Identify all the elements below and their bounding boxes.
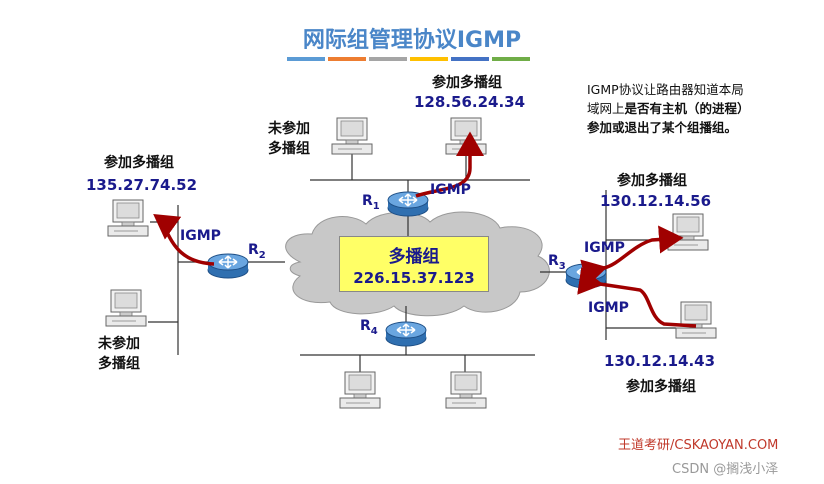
router-r4-label: R4 bbox=[360, 318, 378, 337]
multicast-group-box: 多播组 226.15.37.123 bbox=[339, 236, 489, 292]
footer-credit: 王道考研/CSKAOYAN.COM bbox=[618, 438, 779, 453]
right-member-2-ip: 130.12.14.43 bbox=[604, 352, 716, 370]
title-color-bars bbox=[287, 57, 530, 61]
left-nonmember-label-1: 未参加 bbox=[98, 336, 140, 352]
host-left-nonmember bbox=[105, 289, 147, 327]
igmp-arrow-right-1 bbox=[580, 225, 684, 287]
right-member-1-ip: 130.12.14.56 bbox=[600, 192, 712, 210]
igmp-arrow-top bbox=[415, 131, 484, 198]
router-r1-label: R1 bbox=[362, 193, 380, 212]
left-member-ip: 135.27.74.52 bbox=[86, 176, 198, 194]
left-member-label: 参加多播组 bbox=[104, 155, 174, 171]
right-member-2-label: 参加多播组 bbox=[626, 379, 696, 395]
host-top-nonmember bbox=[331, 117, 373, 155]
title-color-bar bbox=[492, 57, 530, 61]
note-line-1: IGMP协议让路由器知道本局 bbox=[587, 82, 744, 97]
title-color-bar bbox=[451, 57, 489, 61]
igmp-label-r3-2: IGMP bbox=[588, 300, 629, 316]
igmp-label-r3-1: IGMP bbox=[584, 240, 625, 256]
top-nonmember-label-1: 未参加 bbox=[268, 121, 310, 137]
router-r4-icon bbox=[385, 321, 427, 347]
top-member-label: 参加多播组 bbox=[432, 75, 502, 91]
igmp-arrows bbox=[153, 131, 697, 328]
router-r2-icon bbox=[207, 253, 249, 279]
title-color-bar bbox=[328, 57, 366, 61]
title-color-bar bbox=[369, 57, 407, 61]
igmp-label-r2: IGMP bbox=[180, 228, 221, 244]
top-nonmember-label-2: 多播组 bbox=[268, 141, 310, 157]
host-right-member-1 bbox=[667, 213, 709, 251]
left-nonmember-label-2: 多播组 bbox=[98, 356, 140, 372]
top-member-ip: 128.56.24.34 bbox=[414, 93, 526, 111]
title-color-bar bbox=[410, 57, 448, 61]
csdn-watermark: CSDN @搁浅小泽 bbox=[672, 462, 779, 477]
group-label: 多播组 bbox=[388, 247, 440, 267]
router-r2-label: R2 bbox=[248, 242, 266, 261]
title-color-bar bbox=[287, 57, 325, 61]
page-title: 网际组管理协议IGMP bbox=[302, 28, 522, 53]
note-line-3: 参加或退出了某个组播组。 bbox=[587, 120, 738, 135]
host-top-member bbox=[445, 117, 487, 155]
group-address: 226.15.37.123 bbox=[353, 269, 475, 287]
right-member-1-label: 参加多播组 bbox=[617, 173, 687, 189]
note-line-2a: 域网上 bbox=[587, 101, 625, 116]
note-line-2b: 是否有主机（的进程） bbox=[624, 101, 750, 116]
igmp-arrow-right-2 bbox=[577, 267, 697, 328]
host-bottom-1 bbox=[339, 371, 381, 409]
host-right-member-2 bbox=[675, 301, 717, 339]
host-bottom-2 bbox=[445, 371, 487, 409]
igmp-arrow-left bbox=[153, 213, 215, 266]
host-left-member bbox=[107, 199, 149, 237]
router-r3-label: R3 bbox=[548, 253, 566, 272]
igmp-label-r1: IGMP bbox=[430, 182, 471, 198]
igmp-description: IGMP协议让路由器知道本局 域网上是否有主机（的进程） 参加或退出了某个组播组… bbox=[587, 80, 817, 137]
